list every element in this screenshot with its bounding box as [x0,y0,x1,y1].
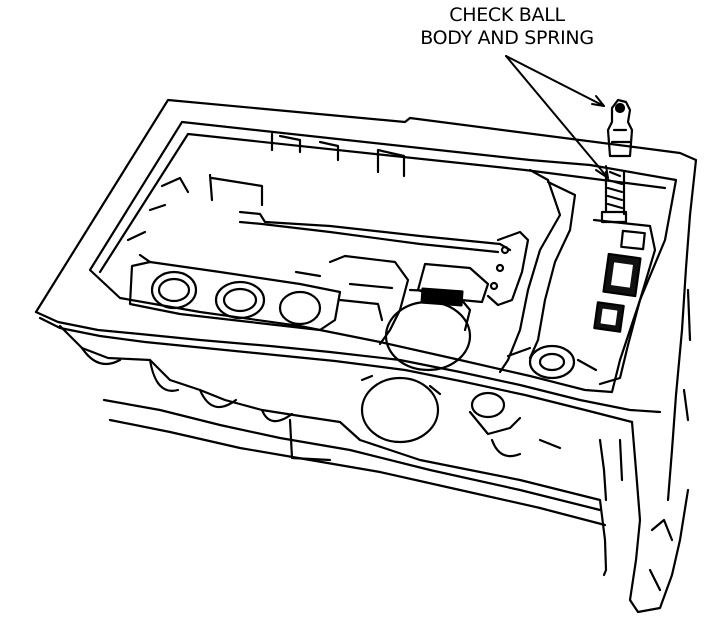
crank-bore [360,376,440,444]
bore-flange [128,260,342,332]
skirt-lobes [80,346,294,423]
right-chamber-wall [592,218,657,386]
drain-boss [470,391,506,419]
leader-line-body [505,55,605,107]
bore-opening [150,270,198,310]
pan-outer-rim [34,98,698,502]
rim-tab [376,148,406,178]
rim-tab [270,132,340,162]
divider-wall [498,168,562,374]
left-wall-tabs [126,176,190,264]
pan-inner-rim [88,120,678,394]
lower-pan-edge [102,398,602,512]
check-ball-spring [606,170,624,210]
center-block [328,254,410,346]
callout-label: CHECK BALL BODY AND SPRING [392,4,622,50]
rim-tab [208,173,264,207]
pan-skirt-front [58,324,608,577]
pan-rim-lower-edge [38,316,634,424]
hatched-insert [420,287,464,307]
pickup-tube [238,210,512,252]
callout-line-2: BODY AND SPRING [420,27,594,49]
pan-right-end [628,420,690,614]
bore-opening [214,280,266,320]
pan-rim-lip [34,310,662,414]
gasket-top [620,229,646,251]
bore-opening [278,290,322,326]
center-block-detail [338,282,394,322]
sump-bowl [384,300,472,372]
check-ball-seat [528,344,576,380]
drain-boss-detail [468,410,562,458]
spring-seat [600,210,628,224]
divider-wall-inner [528,180,577,360]
baffle-bracket [486,230,530,307]
callout-line-1: CHECK BALL [449,4,565,26]
check-ball-body [606,98,634,158]
hatched-block [416,262,490,304]
pan-floor-edge [98,132,667,274]
lower-pan-flange [108,418,607,527]
leader-line-spring [505,55,609,179]
pickup-tube-lower [238,220,500,254]
